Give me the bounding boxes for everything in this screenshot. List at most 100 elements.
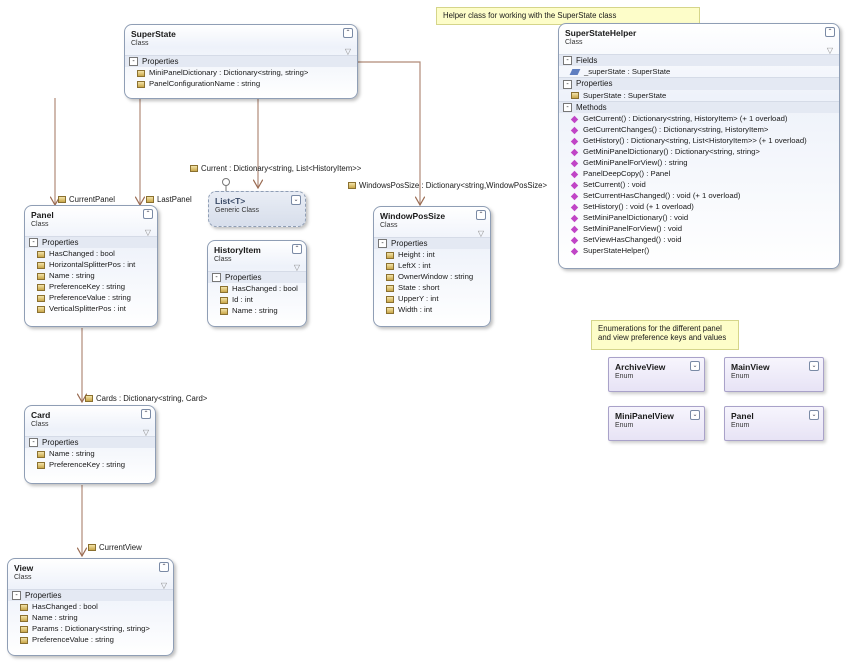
label-current: Current : Dictionary<string, List<Histor… bbox=[190, 164, 361, 173]
member-row: VerticalSplitterPos : int bbox=[25, 303, 157, 314]
enum-minipanelview[interactable]: MiniPanelView Enum ⌄ bbox=[608, 406, 705, 441]
collapse-chevron-icon[interactable]: ⌃ bbox=[343, 28, 353, 38]
properties-section: -Properties HasChanged : bool Id : int N… bbox=[208, 271, 306, 316]
class-windowpossize[interactable]: WindowPosSize Class ⌃ ▽ -Properties Heig… bbox=[373, 206, 491, 327]
section-header[interactable]: -Properties bbox=[25, 436, 155, 449]
member-text: HorizontalSplitterPos : int bbox=[49, 260, 136, 270]
properties-section: -Properties Height : int LeftX : int Own… bbox=[374, 237, 490, 315]
section-header[interactable]: -Properties bbox=[125, 55, 357, 68]
member-text: GetHistory() : Dictionary<string, List<H… bbox=[583, 136, 807, 146]
section-label: Properties bbox=[25, 591, 62, 600]
method-icon bbox=[570, 137, 579, 145]
property-icon bbox=[37, 283, 45, 291]
expand-chevron-icon[interactable]: ⌄ bbox=[291, 195, 301, 205]
enum-mainview[interactable]: MainView Enum ⌄ bbox=[724, 357, 824, 392]
association-text: WindowsPosSize : Dictionary<string,Windo… bbox=[359, 181, 548, 190]
class-historyitem[interactable]: HistoryItem Class ⌃ ▽ -Properties HasCha… bbox=[207, 240, 307, 327]
windowpossize-line bbox=[358, 61, 420, 205]
collapse-chevron-icon[interactable]: ⌃ bbox=[159, 562, 169, 572]
member-row: HorizontalSplitterPos : int bbox=[25, 259, 157, 270]
lollipop-interface bbox=[222, 178, 230, 192]
section-header[interactable]: -Methods bbox=[559, 100, 839, 114]
enum-panel[interactable]: Panel Enum ⌄ bbox=[724, 406, 824, 441]
section-label: Methods bbox=[576, 102, 607, 112]
section-header[interactable]: -Properties bbox=[25, 236, 157, 249]
member-text: PanelConfigurationName : string bbox=[149, 79, 261, 89]
member-text: SetViewHasChanged() : void bbox=[583, 235, 682, 245]
property-icon bbox=[20, 625, 28, 633]
expand-chevron-icon[interactable]: ⌄ bbox=[690, 361, 700, 371]
class-kind: Generic Class bbox=[215, 207, 259, 214]
collapse-section-icon[interactable]: - bbox=[563, 79, 572, 89]
property-icon bbox=[37, 294, 45, 302]
class-name: List<T> bbox=[215, 196, 246, 206]
expand-chevron-icon[interactable]: ⌄ bbox=[809, 410, 819, 420]
member-text: Id : int bbox=[232, 295, 253, 305]
collapse-section-icon[interactable]: - bbox=[29, 238, 38, 248]
collapse-section-icon[interactable]: - bbox=[563, 103, 572, 113]
section-label: Properties bbox=[142, 57, 179, 66]
enum-archiveview[interactable]: ArchiveView Enum ⌄ bbox=[608, 357, 705, 392]
class-kind: Class bbox=[214, 256, 232, 263]
member-row: GetMiniPanelDictionary() : Dictionary<st… bbox=[559, 146, 839, 157]
collapse-chevron-icon[interactable]: ⌃ bbox=[825, 27, 835, 37]
expand-chevron-icon[interactable]: ⌄ bbox=[690, 410, 700, 420]
collapse-chevron-icon[interactable]: ⌃ bbox=[141, 409, 151, 419]
class-kind: Class bbox=[31, 221, 49, 228]
member-row: SetViewHasChanged() : void bbox=[559, 234, 839, 245]
class-name: Card bbox=[31, 410, 51, 420]
member-text: State : short bbox=[398, 283, 440, 293]
collapse-chevron-icon[interactable]: ⌃ bbox=[476, 210, 486, 220]
property-icon bbox=[190, 165, 198, 173]
class-superstatehelper[interactable]: SuperStateHelper Class ⌃ ▽ -Fields _supe… bbox=[558, 23, 840, 269]
association-text: Cards : Dictionary<string, Card> bbox=[96, 394, 208, 403]
filter-icon: ▽ bbox=[293, 263, 300, 272]
class-header: WindowPosSize Class ⌃ ▽ bbox=[374, 207, 490, 238]
class-name: HistoryItem bbox=[214, 245, 261, 255]
member-text: VerticalSplitterPos : int bbox=[49, 304, 126, 314]
filter-icon: ▽ bbox=[142, 428, 149, 437]
section-label: Properties bbox=[42, 438, 79, 447]
section-header[interactable]: -Fields bbox=[559, 54, 839, 67]
expand-chevron-icon[interactable]: ⌄ bbox=[809, 361, 819, 371]
member-text: GetCurrentChanges() : Dictionary<string,… bbox=[583, 125, 769, 135]
section-header[interactable]: -Properties bbox=[208, 271, 306, 284]
enum-header: ArchiveView Enum ⌄ bbox=[609, 358, 704, 382]
collapse-section-icon[interactable]: - bbox=[129, 57, 138, 67]
property-icon bbox=[37, 450, 45, 458]
member-row: PreferenceKey : string bbox=[25, 459, 155, 470]
member-text: Params : Dictionary<string, string> bbox=[32, 624, 150, 634]
member-text: PreferenceKey : string bbox=[49, 460, 126, 470]
class-panel[interactable]: Panel Class ⌃ ▽ -Properties HasChanged :… bbox=[24, 205, 158, 327]
member-row: SuperStateHelper() bbox=[559, 245, 839, 256]
class-list-generic[interactable]: List<T> Generic Class ⌄ bbox=[208, 191, 306, 227]
property-icon bbox=[386, 262, 394, 270]
collapse-chevron-icon[interactable]: ⌃ bbox=[292, 244, 302, 254]
collapse-section-icon[interactable]: - bbox=[378, 239, 387, 249]
collapse-section-icon[interactable]: - bbox=[563, 56, 572, 66]
class-header: Card Class ⌃ ▽ bbox=[25, 406, 155, 437]
collapse-section-icon[interactable]: - bbox=[212, 273, 221, 283]
section-header[interactable]: -Properties bbox=[374, 237, 490, 250]
property-icon bbox=[58, 196, 66, 204]
collapse-section-icon[interactable]: - bbox=[29, 438, 38, 448]
property-icon bbox=[37, 461, 45, 469]
helper-note-text: Helper class for working with the SuperS… bbox=[443, 11, 617, 20]
method-icon bbox=[570, 126, 579, 134]
class-superstate[interactable]: SuperState Class ⌃ ▽ -Properties MiniPan… bbox=[124, 24, 358, 99]
member-text: Name : string bbox=[232, 306, 278, 316]
collapse-section-icon[interactable]: - bbox=[12, 591, 21, 601]
member-text: GetMiniPanelForView() : string bbox=[583, 158, 688, 168]
section-header[interactable]: -Properties bbox=[559, 77, 839, 90]
class-card[interactable]: Card Class ⌃ ▽ -Properties Name : string… bbox=[24, 405, 156, 484]
class-name: SuperState bbox=[131, 29, 176, 39]
class-name: Panel bbox=[31, 210, 54, 220]
member-text: HasChanged : bool bbox=[49, 249, 115, 259]
member-row: GetCurrent() : Dictionary<string, Histor… bbox=[559, 113, 839, 124]
class-kind: Class bbox=[565, 39, 583, 46]
properties-section: -Properties HasChanged : bool Horizontal… bbox=[25, 236, 157, 314]
section-header[interactable]: -Properties bbox=[8, 589, 173, 602]
collapse-chevron-icon[interactable]: ⌃ bbox=[143, 209, 153, 219]
section-label: Properties bbox=[225, 273, 262, 282]
class-view[interactable]: View Class ⌃ ▽ -Properties HasChanged : … bbox=[7, 558, 174, 656]
